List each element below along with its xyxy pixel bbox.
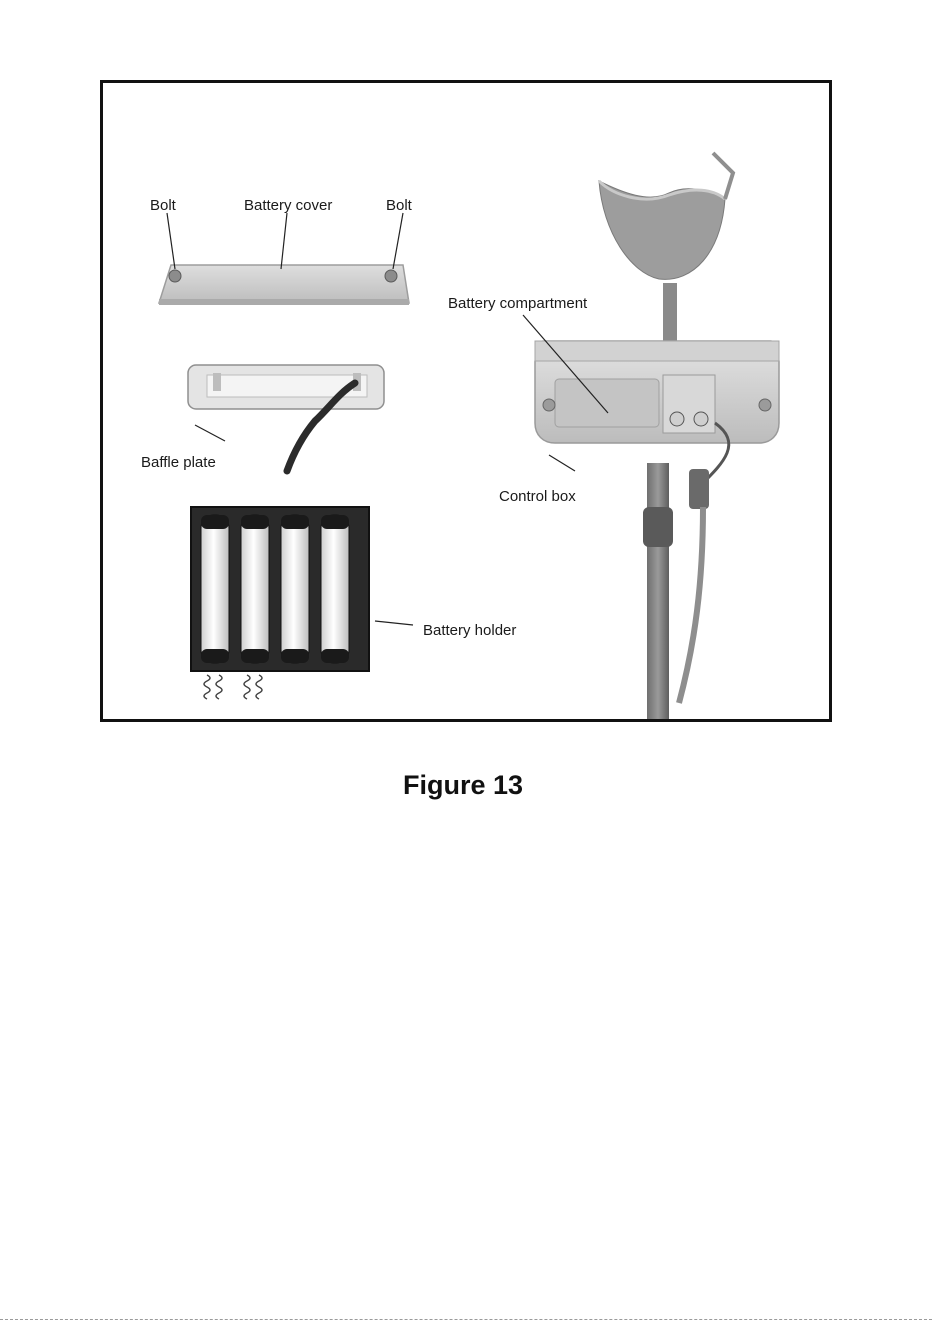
label-battery-compartment: Battery compartment xyxy=(448,295,588,312)
label-battery-cover: Battery cover xyxy=(244,197,332,214)
page-bottom-rule xyxy=(0,1319,932,1320)
battery-holder-illustration xyxy=(191,507,369,699)
label-bolt-right: Bolt xyxy=(386,197,413,214)
label-baffle-plate: Baffle plate xyxy=(141,454,216,471)
battery-installation-illustration: Bolt Battery cover Bolt Battery compartm… xyxy=(103,83,829,719)
figure-13-frame: Bolt Battery cover Bolt Battery compartm… xyxy=(100,80,832,722)
figure-caption: Figure 13 xyxy=(0,770,926,801)
label-bolt-left: Bolt xyxy=(150,197,177,214)
label-battery-holder: Battery holder xyxy=(423,622,516,639)
label-control-box: Control box xyxy=(499,488,576,505)
bolt-left-icon xyxy=(169,270,181,282)
control-box-assembly-illustration xyxy=(535,153,779,719)
bolt-right-icon xyxy=(385,270,397,282)
battery-cover-illustration xyxy=(159,265,409,305)
baffle-plate-illustration xyxy=(188,365,384,471)
